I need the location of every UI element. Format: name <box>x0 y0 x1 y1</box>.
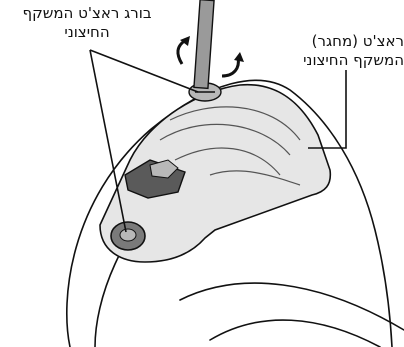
screw-label-line1: בורג ראצ'ט המשקף <box>8 4 166 23</box>
helmet-lower-contour <box>180 283 404 330</box>
screw-label: בורג ראצ'ט המשקף החיצוני <box>8 4 166 42</box>
ratchet-label-line2: המשקף החיצוני <box>280 51 404 70</box>
rotate-arrow-left-icon <box>178 40 186 64</box>
screwdriver-shaft <box>194 0 214 88</box>
screw-label-line2: החיצוני <box>8 23 166 42</box>
leader-to-lower-screw <box>90 50 126 232</box>
helmet-lower-contour-2 <box>210 320 380 347</box>
rotate-arrow-right-icon <box>222 58 238 76</box>
ratchet-label-line1: ראצ'ט (מחגר) <box>280 32 404 51</box>
ratchet-label: ראצ'ט (מחגר) המשקף החיצוני <box>280 32 404 70</box>
leader-to-upper-screw <box>90 50 198 92</box>
